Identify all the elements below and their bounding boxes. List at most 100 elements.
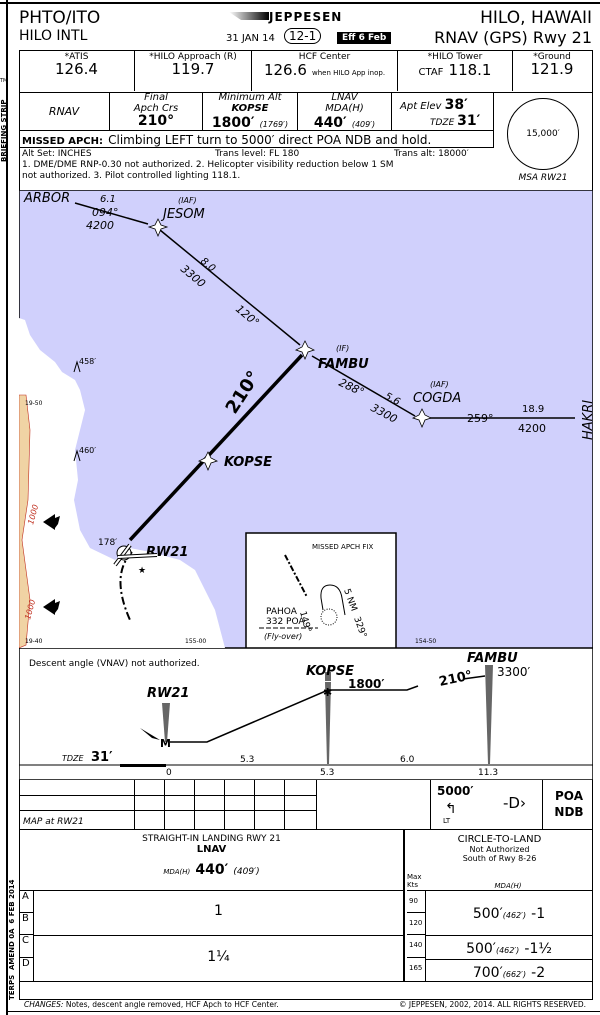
comm-label: *Ground <box>533 52 571 62</box>
obstacle-arrows-icon <box>43 514 60 615</box>
airport-ident: PHTO/ITO <box>19 8 101 28</box>
mda: 700′ <box>472 965 503 981</box>
fix-type: NDB <box>554 805 584 819</box>
briefing-strip-label: BRIEFING STRIP <box>0 99 8 162</box>
circle-minimum-ab: 500′(462′) -1 <box>426 903 592 922</box>
obstacle-elevation: 458′ <box>79 357 96 366</box>
waypoint-jesom-icon <box>147 218 169 238</box>
airport-name: HILO INTL <box>19 28 88 44</box>
waypoint-fambu-icon <box>294 340 316 361</box>
profile-note: Descent angle (VNAV) not authorized. <box>29 659 200 669</box>
waypoint-cogda-icon <box>411 408 433 429</box>
comm-freq: 118.1 <box>448 61 492 80</box>
label: Final <box>144 92 168 103</box>
profile-course: 210° <box>438 668 474 690</box>
circle-minimum-c: 500′(462′) -1½ <box>426 938 592 957</box>
label: (IAF) <box>430 380 449 389</box>
fix-kopse: KOPSE <box>224 455 272 470</box>
comm-label: *HILO Tower <box>427 52 483 62</box>
profile-rw21: RW21 <box>147 686 189 701</box>
fix-marker-icon: ✱ <box>323 686 332 699</box>
changes-label: CHANGES: <box>24 1000 64 1009</box>
label: 6.1 <box>100 194 116 205</box>
nav-type: RNAV <box>19 93 110 130</box>
circle-to-land-minimums: CIRCLE-TO-LAND Not Authorized South of R… <box>407 830 592 982</box>
comm-approach[interactable]: *HILO Approach (R)119.7 <box>135 50 252 91</box>
fix-cogda: COGDA <box>413 391 461 406</box>
label: 094° <box>92 206 119 219</box>
height: (409′) <box>351 120 376 129</box>
direct-to-icon: -D› <box>503 794 526 812</box>
descent-path <box>170 685 419 743</box>
height: (1769′) <box>259 120 289 129</box>
comm-freq: 121.9 <box>530 60 574 79</box>
value: 1800′ <box>211 115 255 131</box>
missed-text: Climbing LEFT turn to 5000′ direct POA N… <box>108 133 432 147</box>
label: MDA(H) <box>325 102 364 114</box>
visibility-ab: 1 <box>214 903 223 919</box>
circle-minimum-d: 700′(662′) -2 <box>426 962 592 981</box>
tdze-label: TDZE <box>62 754 85 763</box>
label: (IF) <box>336 344 349 353</box>
fix-fambu: FAMBU <box>318 357 369 372</box>
visibility: -2 <box>531 965 546 981</box>
straight-in-title: STRAIGHT-IN LANDING RWY 21 <box>142 834 281 844</box>
comm-freq: 126.6 <box>263 61 307 80</box>
waypoint-kopse-icon <box>197 451 219 472</box>
mda-label: MDA(H) <box>163 868 191 876</box>
page-border-top <box>0 2 600 4</box>
comm-label: *HILO Approach (R) <box>149 52 237 62</box>
visibility: -1½ <box>524 941 552 957</box>
comm-note: when HILO App inop. <box>311 69 386 78</box>
beacon-star-icon: ★ <box>138 566 146 576</box>
profile-alt: 3300′ <box>497 665 531 679</box>
missed-apch-fix-inset <box>245 532 397 648</box>
missed-label: MISSED APCH: <box>22 136 104 147</box>
label: 178′ <box>98 538 117 548</box>
mda: 500′ <box>466 941 496 957</box>
msa-circle-icon <box>507 98 579 170</box>
distance-tick: 11.3 <box>478 768 498 778</box>
segment-distance: 6.0 <box>400 755 415 765</box>
fix-name: POA <box>555 789 583 803</box>
height: (462′) <box>502 911 527 920</box>
header: PHTO/ITO HILO INTL JEPPESEN 31 JAN 14 12… <box>19 8 592 50</box>
label: 259° <box>467 412 494 425</box>
amendment-label: TERPS AMEND 0A 6 FEB 2014 <box>8 879 16 1000</box>
category-b: B <box>20 913 33 935</box>
circle-note: South of Rwy 8-26 <box>462 854 537 863</box>
label: LNAV <box>331 92 358 103</box>
speed: 120 <box>407 913 425 935</box>
comm-freq: 126.4 <box>55 60 98 79</box>
msa-box: 15,000′ MSA RW21 <box>494 93 592 190</box>
inset-track <box>284 554 308 598</box>
profile-view: Descent angle (VNAV) not authorized. M ✱… <box>19 648 593 780</box>
fix: KOPSE <box>231 102 269 114</box>
circle-note: Not Authorized <box>469 845 530 854</box>
mda: 500′ <box>472 906 503 922</box>
turn-label: LT <box>443 817 451 825</box>
note-line: 1. DME/DME RNP-0.30 not authorized. 2. H… <box>22 160 394 170</box>
ndb-name: PAHOA <box>266 607 298 617</box>
brand: JEPPESEN <box>269 10 343 24</box>
distance-tick: 5.3 <box>320 768 334 778</box>
label: Minimum Alt <box>218 92 282 103</box>
mda-value: 440′ <box>195 862 229 878</box>
trans-level: Trans level: FL 180 <box>215 149 300 159</box>
speed: 165 <box>409 964 423 972</box>
procedure-title: RNAV (GPS) Rwy 21 <box>434 28 592 47</box>
height: (462′) <box>495 946 520 955</box>
fix-arbor: ARBOR <box>23 191 70 206</box>
value: 440′ <box>313 115 347 131</box>
mda-height: (409′) <box>233 867 260 877</box>
speed: 140 <box>407 935 425 958</box>
profile-alt: 1800′ <box>348 677 385 691</box>
category-c: C <box>20 935 33 958</box>
